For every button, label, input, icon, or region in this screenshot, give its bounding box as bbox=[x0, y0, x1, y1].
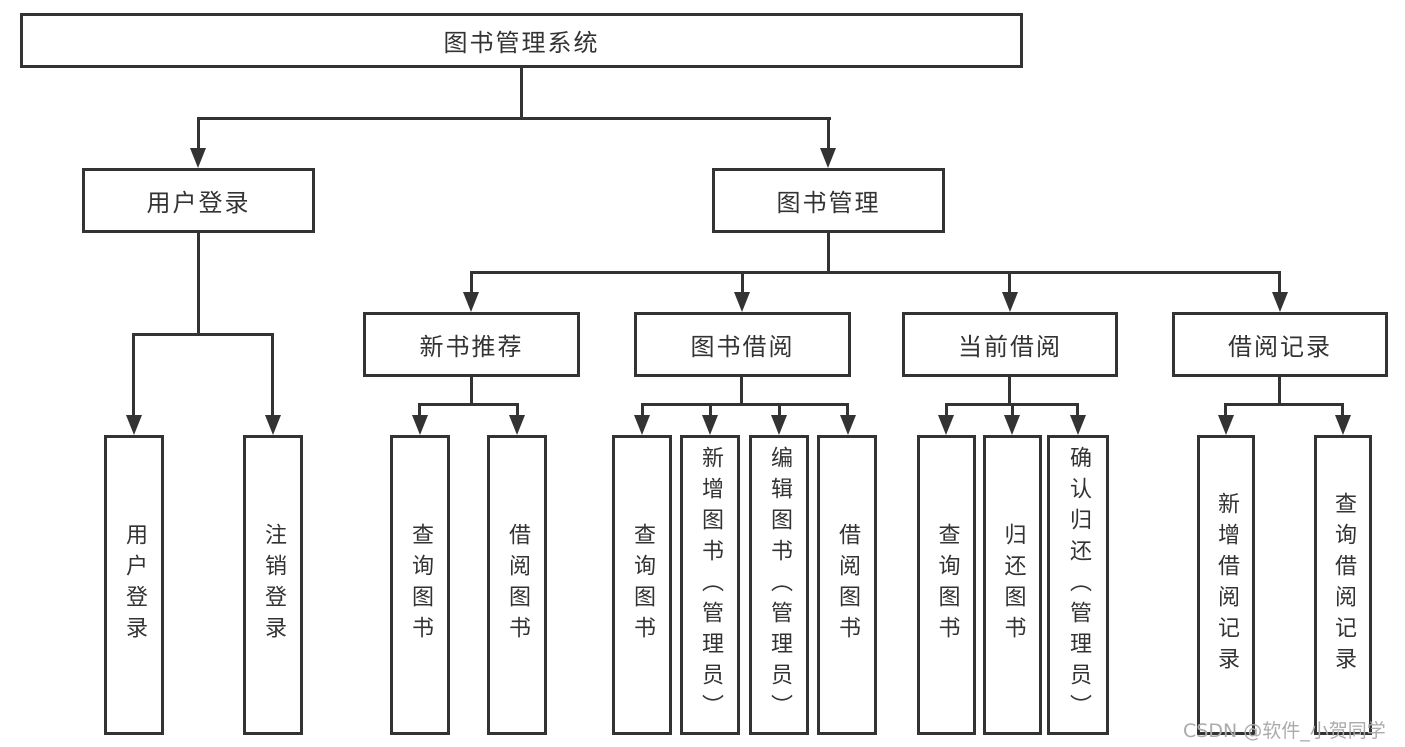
connector-new-books-vertical bbox=[470, 377, 473, 406]
connector-ul-login-stub bbox=[132, 333, 135, 415]
connector-book-borrow-vertical bbox=[740, 377, 743, 406]
connector-borrow-records-horizontal bbox=[1224, 403, 1344, 406]
arrow-to-user-login bbox=[190, 148, 206, 168]
node-label: 用户登录 bbox=[146, 189, 251, 217]
leaf-cb-confirm-return-admin: 确认归还（管理员） bbox=[1047, 435, 1109, 735]
node-label: 借阅图书 bbox=[835, 523, 860, 647]
node-label: 用户登录 bbox=[122, 523, 147, 647]
arrow-to-new-books bbox=[463, 292, 479, 312]
node-label: 查询图书 bbox=[934, 523, 960, 647]
connector-cb-query-stub bbox=[945, 403, 948, 415]
arrow-to-current-borrow bbox=[1002, 292, 1018, 312]
node-label: 新书推荐 bbox=[419, 333, 524, 361]
connector-borrow-records-stub bbox=[1278, 271, 1281, 292]
arrow-to-br-add bbox=[1218, 415, 1234, 435]
node-borrowing-records: 借阅记录 bbox=[1172, 312, 1388, 377]
arrow-to-bb-query bbox=[634, 415, 650, 435]
connector-new-books-stub bbox=[470, 271, 473, 292]
connector-book-mgmt-stub bbox=[827, 117, 830, 148]
connector-borrow-records-vertical bbox=[1278, 377, 1281, 406]
node-user-login: 用户登录 bbox=[82, 168, 315, 233]
connector-cb-return-stub bbox=[1011, 403, 1014, 415]
leaf-logout: 注销登录 bbox=[243, 435, 303, 735]
connector-root-vertical bbox=[520, 68, 523, 120]
arrow-to-borrow-records bbox=[1272, 292, 1288, 312]
leaf-bb-query-books: 查询图书 bbox=[612, 435, 672, 735]
arrow-to-nb-query bbox=[412, 415, 428, 435]
connector-book-borrow-horizontal bbox=[641, 403, 849, 406]
connector-bb-query-stub bbox=[641, 403, 644, 415]
csdn-watermark: CSDN @软件_小贺同学 bbox=[1183, 720, 1386, 742]
connector-br-query-stub bbox=[1341, 403, 1344, 415]
arrow-to-bb-borrow bbox=[840, 415, 856, 435]
node-label: 图书管理系统 bbox=[443, 29, 600, 57]
connector-br-add-stub bbox=[1224, 403, 1227, 415]
arrow-to-bb-edit bbox=[771, 415, 787, 435]
connector-bb-edit-stub bbox=[778, 403, 781, 415]
arrow-to-nb-borrow bbox=[509, 415, 525, 435]
connector-nb-query-stub bbox=[418, 403, 421, 415]
connector-book-mgmt-vertical bbox=[827, 233, 830, 274]
arrow-to-book-borrow bbox=[734, 292, 750, 312]
arrow-to-ul-login bbox=[126, 415, 142, 435]
node-label: 归还图书 bbox=[1000, 523, 1026, 647]
node-label: 注销登录 bbox=[261, 523, 286, 647]
node-label: 编辑图书（管理员） bbox=[767, 445, 792, 725]
leaf-br-add-record: 新增借阅记录 bbox=[1197, 435, 1255, 735]
connector-new-books-horizontal bbox=[418, 403, 519, 406]
node-label: 借阅记录 bbox=[1228, 333, 1332, 361]
node-book-borrowing: 图书借阅 bbox=[634, 312, 851, 377]
leaf-user-login: 用户登录 bbox=[104, 435, 164, 735]
leaf-cb-query-books: 查询图书 bbox=[917, 435, 976, 735]
node-current-borrowing: 当前借阅 bbox=[902, 312, 1118, 377]
arrow-to-ul-logout bbox=[265, 415, 281, 435]
connector-user-login-vertical bbox=[197, 233, 200, 336]
node-label: 查询借阅记录 bbox=[1331, 492, 1356, 678]
arrow-to-cb-confirm bbox=[1070, 415, 1086, 435]
node-book-management: 图书管理 bbox=[712, 168, 945, 233]
node-label: 借阅图书 bbox=[505, 523, 530, 647]
node-label: 查询图书 bbox=[630, 523, 655, 647]
connector-bb-borrow-stub bbox=[846, 403, 849, 415]
connector-book-borrow-stub bbox=[741, 271, 744, 292]
node-label: 新增图书（管理员） bbox=[698, 445, 723, 725]
node-library-management-system: 图书管理系统 bbox=[20, 13, 1023, 68]
node-label: 当前借阅 bbox=[958, 333, 1062, 361]
arrow-to-bb-add bbox=[702, 415, 718, 435]
leaf-nb-borrow-books: 借阅图书 bbox=[487, 435, 547, 735]
arrow-to-cb-query bbox=[938, 415, 954, 435]
arrow-to-book-mgmt bbox=[820, 148, 836, 168]
node-label: 查询图书 bbox=[408, 523, 433, 647]
arrow-to-cb-return bbox=[1004, 415, 1020, 435]
connector-bb-add-stub bbox=[709, 403, 712, 415]
leaf-cb-return-books: 归还图书 bbox=[983, 435, 1042, 735]
leaf-br-query-record: 查询借阅记录 bbox=[1314, 435, 1372, 735]
arrow-to-br-query bbox=[1335, 415, 1351, 435]
node-new-book-recommend: 新书推荐 bbox=[363, 312, 580, 377]
connector-nb-borrow-stub bbox=[516, 403, 519, 415]
leaf-nb-query-books: 查询图书 bbox=[390, 435, 450, 735]
connector-ul-logout-stub bbox=[271, 333, 274, 415]
node-label: 图书借阅 bbox=[690, 333, 795, 361]
connector-cb-confirm-stub bbox=[1076, 403, 1079, 415]
node-label: 新增借阅记录 bbox=[1214, 492, 1239, 678]
node-label: 图书管理 bbox=[776, 189, 881, 217]
leaf-bb-add-books-admin: 新增图书（管理员） bbox=[680, 435, 740, 735]
node-label: 确认归还（管理员） bbox=[1066, 445, 1091, 725]
leaf-bb-edit-books-admin: 编辑图书（管理员） bbox=[749, 435, 809, 735]
connector-user-login-stub bbox=[197, 117, 200, 148]
leaf-bb-borrow-books: 借阅图书 bbox=[817, 435, 877, 735]
connector-current-borrow-vertical bbox=[1008, 377, 1011, 406]
connector-level2-horizontal bbox=[197, 117, 831, 120]
connector-user-login-horizontal bbox=[132, 333, 274, 336]
connector-current-borrow-stub bbox=[1008, 271, 1011, 292]
connector-level3-horizontal bbox=[470, 271, 1281, 274]
